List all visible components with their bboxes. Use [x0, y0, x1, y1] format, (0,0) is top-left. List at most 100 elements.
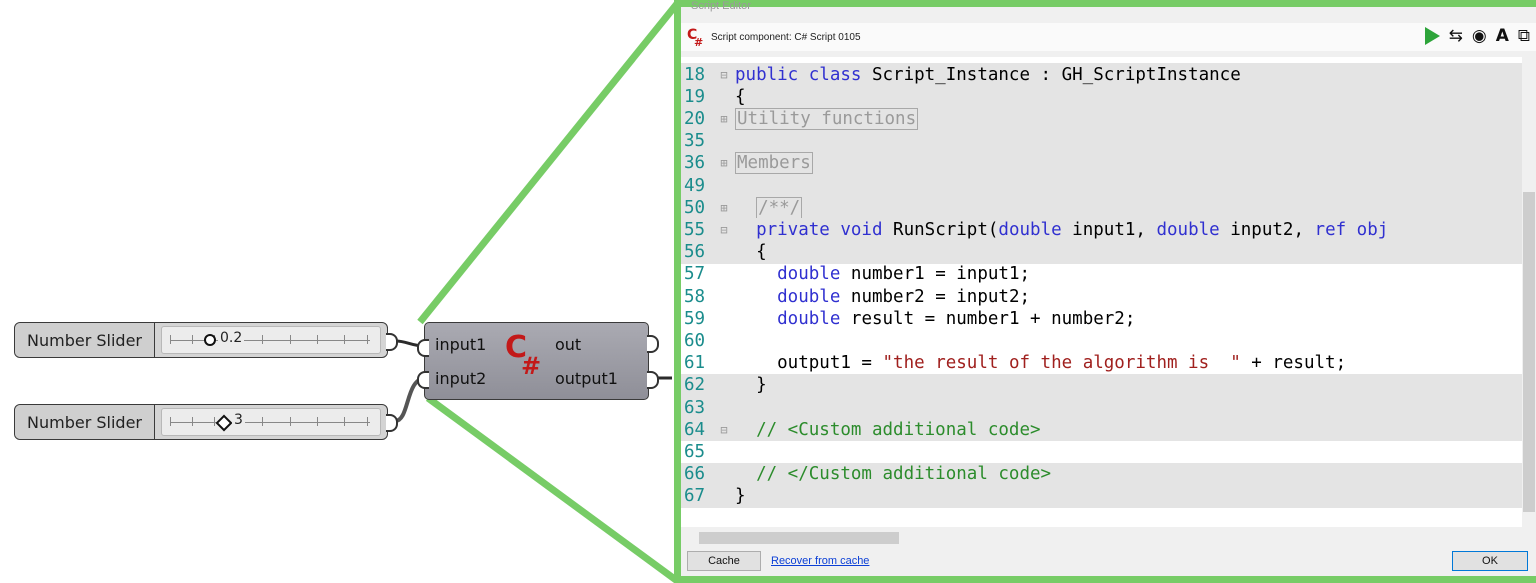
code-token: double: [735, 286, 851, 307]
number-slider-1[interactable]: Number Slider 0.2: [14, 322, 388, 358]
code-token: number1 = input1;: [850, 264, 1031, 285]
cache-button[interactable]: Cache: [687, 551, 761, 571]
code-token: double: [998, 219, 1073, 240]
out-pin-label[interactable]: out: [555, 335, 582, 354]
font-icon[interactable]: A: [1495, 26, 1509, 46]
code-editor[interactable]: 18⊟public class Script_Instance : GH_Scr…: [681, 57, 1536, 527]
line-number: 18: [684, 64, 706, 85]
code-line[interactable]: 61 output1 = "the result of the algorith…: [681, 352, 1522, 375]
scroll-thumb[interactable]: [1523, 192, 1535, 512]
window-icon[interactable]: ⧉: [1517, 26, 1530, 46]
number-slider-2[interactable]: Number Slider 3: [14, 404, 388, 440]
input2-grip-icon[interactable]: [417, 371, 429, 389]
code-line[interactable]: 55⊟ private void RunScript(double input1…: [681, 218, 1522, 242]
slider-value: 3: [231, 412, 245, 428]
editor-toolbar: ⇆ ◉ A ⧉: [1424, 26, 1530, 46]
collapse-fold-icon[interactable]: ⊟: [720, 222, 728, 237]
code-line[interactable]: 18⊟public class Script_Instance : GH_Scr…: [681, 63, 1522, 86]
slider2-output-grip-icon[interactable]: [386, 414, 398, 432]
slider-knob-diamond-icon[interactable]: [215, 414, 233, 432]
line-number: 36: [684, 153, 706, 174]
line-number: 35: [684, 131, 706, 152]
slider-knob-circle-icon[interactable]: [203, 334, 216, 346]
code-line[interactable]: 58 double number2 = input2;: [681, 285, 1522, 308]
input1-grip-icon[interactable]: [417, 339, 429, 357]
code-token: Utility functions: [735, 107, 919, 130]
code-token: }: [735, 375, 767, 396]
code-token: {: [735, 86, 746, 107]
slider1-output-grip-icon[interactable]: [386, 333, 398, 351]
export-icon[interactable]: ⇆: [1448, 26, 1463, 46]
line-number: 61: [684, 353, 706, 374]
line-number: 20: [684, 108, 706, 129]
slider-label: Number Slider: [15, 323, 155, 357]
code-token: ref obj: [1314, 219, 1389, 240]
slider-label: Number Slider: [15, 405, 155, 439]
code-token: number2 = input2;: [850, 286, 1031, 307]
callout-line-bottom: [425, 395, 683, 583]
code-token: Script_Instance : GH_ScriptInstance: [871, 64, 1241, 85]
code-line[interactable]: 60: [681, 329, 1522, 352]
expand-fold-icon[interactable]: ⊞: [720, 156, 728, 171]
code-token: }: [735, 486, 746, 507]
scroll-thumb[interactable]: [699, 532, 899, 544]
code-line[interactable]: 35: [681, 129, 1522, 153]
code-token: {: [735, 242, 767, 263]
code-token: /**/: [756, 196, 803, 219]
line-number: 58: [684, 286, 706, 307]
horizontal-scrollbar[interactable]: [681, 529, 1522, 547]
collapse-fold-icon[interactable]: ⊟: [720, 67, 728, 82]
input2-pin-label[interactable]: input2: [435, 369, 487, 388]
code-line[interactable]: 36⊞Members: [681, 151, 1522, 175]
expand-fold-icon[interactable]: ⊞: [720, 111, 728, 126]
code-line[interactable]: 59 double result = number1 + number2;: [681, 307, 1522, 330]
line-number: 60: [684, 330, 706, 351]
code-token: // <Custom additional code>: [735, 419, 1041, 440]
csharp-script-component[interactable]: input1 input2 C# out output1: [417, 322, 659, 400]
code-line[interactable]: 67}: [681, 484, 1522, 508]
line-number: 50: [684, 197, 706, 218]
slider-value: 0.2: [217, 330, 245, 346]
recover-from-cache-link[interactable]: Recover from cache: [771, 555, 870, 567]
line-number: 49: [684, 175, 706, 196]
code-line[interactable]: 62 }: [681, 373, 1522, 397]
code-line[interactable]: 64⊟ // <Custom additional code>: [681, 418, 1522, 442]
output1-pin-label[interactable]: output1: [555, 369, 618, 388]
play-icon[interactable]: [1424, 27, 1440, 45]
code-line[interactable]: 50 ⊞ /**/: [681, 196, 1522, 220]
ok-button[interactable]: OK: [1452, 551, 1528, 571]
line-number: 66: [684, 464, 706, 485]
input1-pin-label[interactable]: input1: [435, 335, 487, 354]
callout-line-top: [417, 0, 683, 325]
code-line[interactable]: 49: [681, 174, 1522, 197]
slider-track[interactable]: 3: [160, 408, 381, 436]
code-token: double: [735, 308, 851, 329]
vertical-scrollbar[interactable]: [1522, 57, 1536, 527]
code-token: result = number1 + number2;: [850, 308, 1136, 329]
code-line[interactable]: 66 // </Custom additional code>: [681, 462, 1522, 486]
csharp-logo-icon: C#: [505, 330, 542, 381]
collapse-fold-icon[interactable]: ⊟: [720, 422, 728, 437]
line-number: 59: [684, 308, 706, 329]
line-number: 65: [684, 441, 706, 462]
code-line[interactable]: 57 double number1 = input1;: [681, 263, 1522, 286]
code-token: // </Custom additional code>: [735, 464, 1052, 485]
editor-subtitle: Script component: C# Script 0105: [711, 31, 861, 43]
code-line[interactable]: 20 ⊞ Utility functions: [681, 107, 1522, 131]
code-line[interactable]: 19{: [681, 85, 1522, 109]
expand-fold-icon[interactable]: ⊞: [720, 200, 728, 215]
output1-grip-icon[interactable]: [647, 371, 659, 389]
code-token: "the result of the algorithm is ": [882, 353, 1241, 374]
code-line[interactable]: 63: [681, 396, 1522, 419]
grasshopper-canvas[interactable]: Number Slider 0.2 Number Slider 3 input1: [0, 0, 683, 583]
eye-icon[interactable]: ◉: [1471, 26, 1487, 46]
slider-track[interactable]: 0.2: [160, 326, 381, 354]
out-grip-icon[interactable]: [647, 335, 659, 353]
code-line[interactable]: 65: [681, 440, 1522, 463]
code-token: input1,: [1072, 219, 1157, 240]
code-token: output1 =: [735, 353, 883, 374]
code-token: double: [1156, 219, 1231, 240]
code-line[interactable]: 56 {: [681, 240, 1522, 264]
line-number: 55: [684, 219, 706, 240]
line-number: 63: [684, 397, 706, 418]
